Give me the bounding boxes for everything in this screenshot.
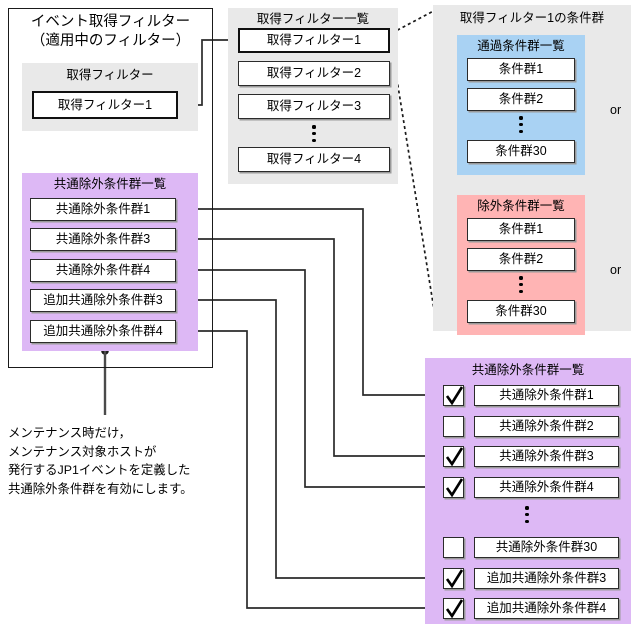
exclude-condition-item-30[interactable]: 条件群30 — [467, 300, 575, 323]
exclude-condition-group-title: 除外条件群一覧 — [477, 199, 565, 213]
exclude-condition-item-2[interactable]: 条件群2 — [467, 248, 575, 271]
check-icon — [445, 569, 464, 589]
common-exclusion-right-label-additional-4[interactable]: 追加共通除外条件群4 — [474, 598, 619, 619]
pass-condition-group-title: 通過条件群一覧 — [477, 39, 565, 53]
acquisition-filter-item[interactable]: 取得フィルター1 — [32, 91, 178, 119]
common-exclusion-right-label-30[interactable]: 共通除外条件群30 — [474, 537, 619, 558]
common-exclusion-left-item-4[interactable]: 追加共通除外条件群3 — [30, 289, 176, 312]
common-exclusion-right-label-additional-3[interactable]: 追加共通除外条件群3 — [474, 568, 619, 589]
common-exclusion-right-title: 共通除外条件群一覧 — [471, 363, 585, 377]
common-exclusion-right-label-3[interactable]: 共通除外条件群3 — [474, 446, 619, 467]
filter-list-title: 取得フィルター一覧 — [256, 12, 370, 26]
check-icon — [445, 447, 464, 467]
checkbox-common-exclusion-2[interactable] — [443, 416, 464, 437]
filter1-detail-title: 取得フィルター1の条件群 — [459, 11, 605, 25]
filter-list-item-1[interactable]: 取得フィルター1 — [238, 28, 390, 53]
filter-list-item-2[interactable]: 取得フィルター2 — [238, 61, 390, 86]
acquisition-filter-panel-title: 取得フィルター — [66, 68, 154, 82]
pass-condition-or-label: or — [610, 103, 622, 117]
check-icon — [445, 478, 464, 498]
filter-list-item-4[interactable]: 取得フィルター4 — [238, 147, 390, 172]
pass-condition-ellipsis — [516, 113, 526, 133]
checkbox-common-exclusion-4[interactable] — [443, 477, 464, 498]
checkbox-common-exclusion-1[interactable] — [443, 385, 464, 406]
filter-list-ellipsis — [309, 122, 319, 142]
maintenance-note: メンテナンス時だけ， メンテナンス対象ホストが 発行するJP1イベントを定義した… — [8, 426, 193, 496]
event-acquisition-filter-title-line2: （適用中のフィルター） — [30, 33, 191, 49]
event-acquisition-filter-outline — [8, 8, 213, 368]
common-exclusion-left-item-1[interactable]: 共通除外条件群1 — [30, 198, 176, 221]
event-acquisition-filter-title-line1: イベント取得フィルター — [30, 14, 191, 30]
common-exclusion-right-label-1[interactable]: 共通除外条件群1 — [474, 385, 619, 406]
common-exclusion-right-label-4[interactable]: 共通除外条件群4 — [474, 477, 619, 498]
checkbox-additional-common-exclusion-4[interactable] — [443, 598, 464, 619]
pass-condition-item-30[interactable]: 条件群30 — [467, 140, 575, 163]
common-exclusion-left-item-3[interactable]: 共通除外条件群4 — [30, 259, 176, 282]
common-exclusion-right-ellipsis — [522, 503, 532, 523]
checkbox-common-exclusion-30[interactable] — [443, 537, 464, 558]
pass-condition-item-1[interactable]: 条件群1 — [467, 58, 575, 81]
check-icon — [445, 599, 464, 619]
exclude-condition-item-1[interactable]: 条件群1 — [467, 218, 575, 241]
common-exclusion-left-title: 共通除外条件群一覧 — [53, 177, 167, 191]
checkbox-additional-common-exclusion-3[interactable] — [443, 568, 464, 589]
common-exclusion-left-item-5[interactable]: 追加共通除外条件群4 — [30, 320, 176, 343]
checkbox-common-exclusion-3[interactable] — [443, 446, 464, 467]
pass-condition-item-2[interactable]: 条件群2 — [467, 88, 575, 111]
exclude-condition-ellipsis — [516, 273, 526, 293]
common-exclusion-left-item-2[interactable]: 共通除外条件群3 — [30, 228, 176, 251]
filter-list-item-3[interactable]: 取得フィルター3 — [238, 94, 390, 119]
exclude-condition-or-label: or — [610, 263, 622, 277]
common-exclusion-right-label-2[interactable]: 共通除外条件群2 — [474, 416, 619, 437]
check-icon — [445, 386, 464, 406]
